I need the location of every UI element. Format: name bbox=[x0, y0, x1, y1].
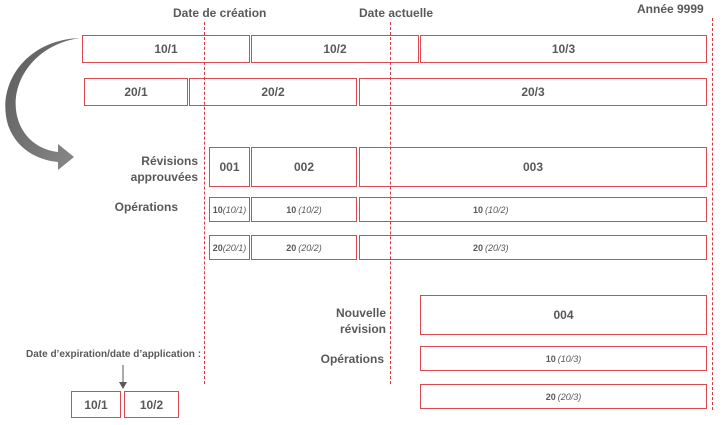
current-date-line bbox=[390, 22, 391, 384]
operation-box: 20(20/3) bbox=[359, 235, 707, 260]
operation-number: 10 bbox=[212, 204, 223, 215]
year-9999-line bbox=[712, 18, 713, 410]
revision-box-003: 003 bbox=[359, 147, 707, 187]
operation-ref: (20/1) bbox=[222, 242, 247, 253]
row2-box-1: 20/1 bbox=[84, 78, 188, 106]
operation-box: 10(10/3) bbox=[420, 346, 707, 371]
header-year-9999: Année 9999 bbox=[637, 2, 704, 16]
row2-box-2: 20/2 bbox=[189, 78, 357, 106]
operation-number: 10 bbox=[286, 204, 297, 215]
row1-box-3: 10/3 bbox=[420, 35, 707, 63]
operation-number: 20 bbox=[473, 242, 484, 253]
operation-box: 10(10/1) bbox=[209, 197, 250, 222]
label-operations-new: Opérations bbox=[320, 352, 384, 366]
operation-box: 10(10/2) bbox=[359, 197, 707, 222]
revision-box-004: 004 bbox=[420, 295, 707, 335]
operation-number: 20 bbox=[212, 242, 223, 253]
revision-box-002: 002 bbox=[251, 147, 357, 187]
operation-number: 20 bbox=[545, 391, 556, 402]
operation-ref: (20/3) bbox=[485, 242, 509, 253]
operation-number: 20 bbox=[286, 242, 297, 253]
operation-box: 20(20/3) bbox=[420, 384, 707, 409]
operation-ref: (20/2) bbox=[298, 242, 322, 253]
creation-date-line bbox=[204, 22, 205, 384]
header-creation-date: Date de création bbox=[173, 6, 267, 20]
header-current-date: Date actuelle bbox=[359, 6, 434, 20]
row1-box-2: 10/2 bbox=[251, 35, 419, 63]
label-expiration-date: Date d’expiration/date d’application : bbox=[26, 349, 202, 360]
row1-box-1: 10/1 bbox=[82, 35, 250, 63]
operation-ref: (10/2) bbox=[298, 204, 322, 215]
label-operations: Opérations bbox=[114, 200, 178, 214]
operation-ref: (10/2) bbox=[485, 204, 509, 215]
operation-ref: (10/3) bbox=[557, 353, 582, 364]
operation-ref: (20/3) bbox=[557, 391, 582, 402]
operation-number: 10 bbox=[545, 353, 556, 364]
row2-box-3: 20/3 bbox=[359, 78, 707, 106]
operation-number: 10 bbox=[473, 204, 484, 215]
operation-box: 10(10/2) bbox=[251, 197, 357, 222]
operation-box: 20(20/2) bbox=[251, 235, 357, 260]
legend-box-2: 10/2 bbox=[124, 391, 179, 418]
revision-box-001: 001 bbox=[209, 147, 250, 187]
legend-box-1: 10/1 bbox=[71, 391, 121, 418]
operation-box: 20(20/1) bbox=[209, 235, 250, 260]
operation-ref: (10/1) bbox=[222, 204, 247, 215]
label-new-revision: Nouvelle révision bbox=[335, 306, 386, 336]
label-approved-revisions: Révisions approuvées bbox=[130, 154, 198, 184]
